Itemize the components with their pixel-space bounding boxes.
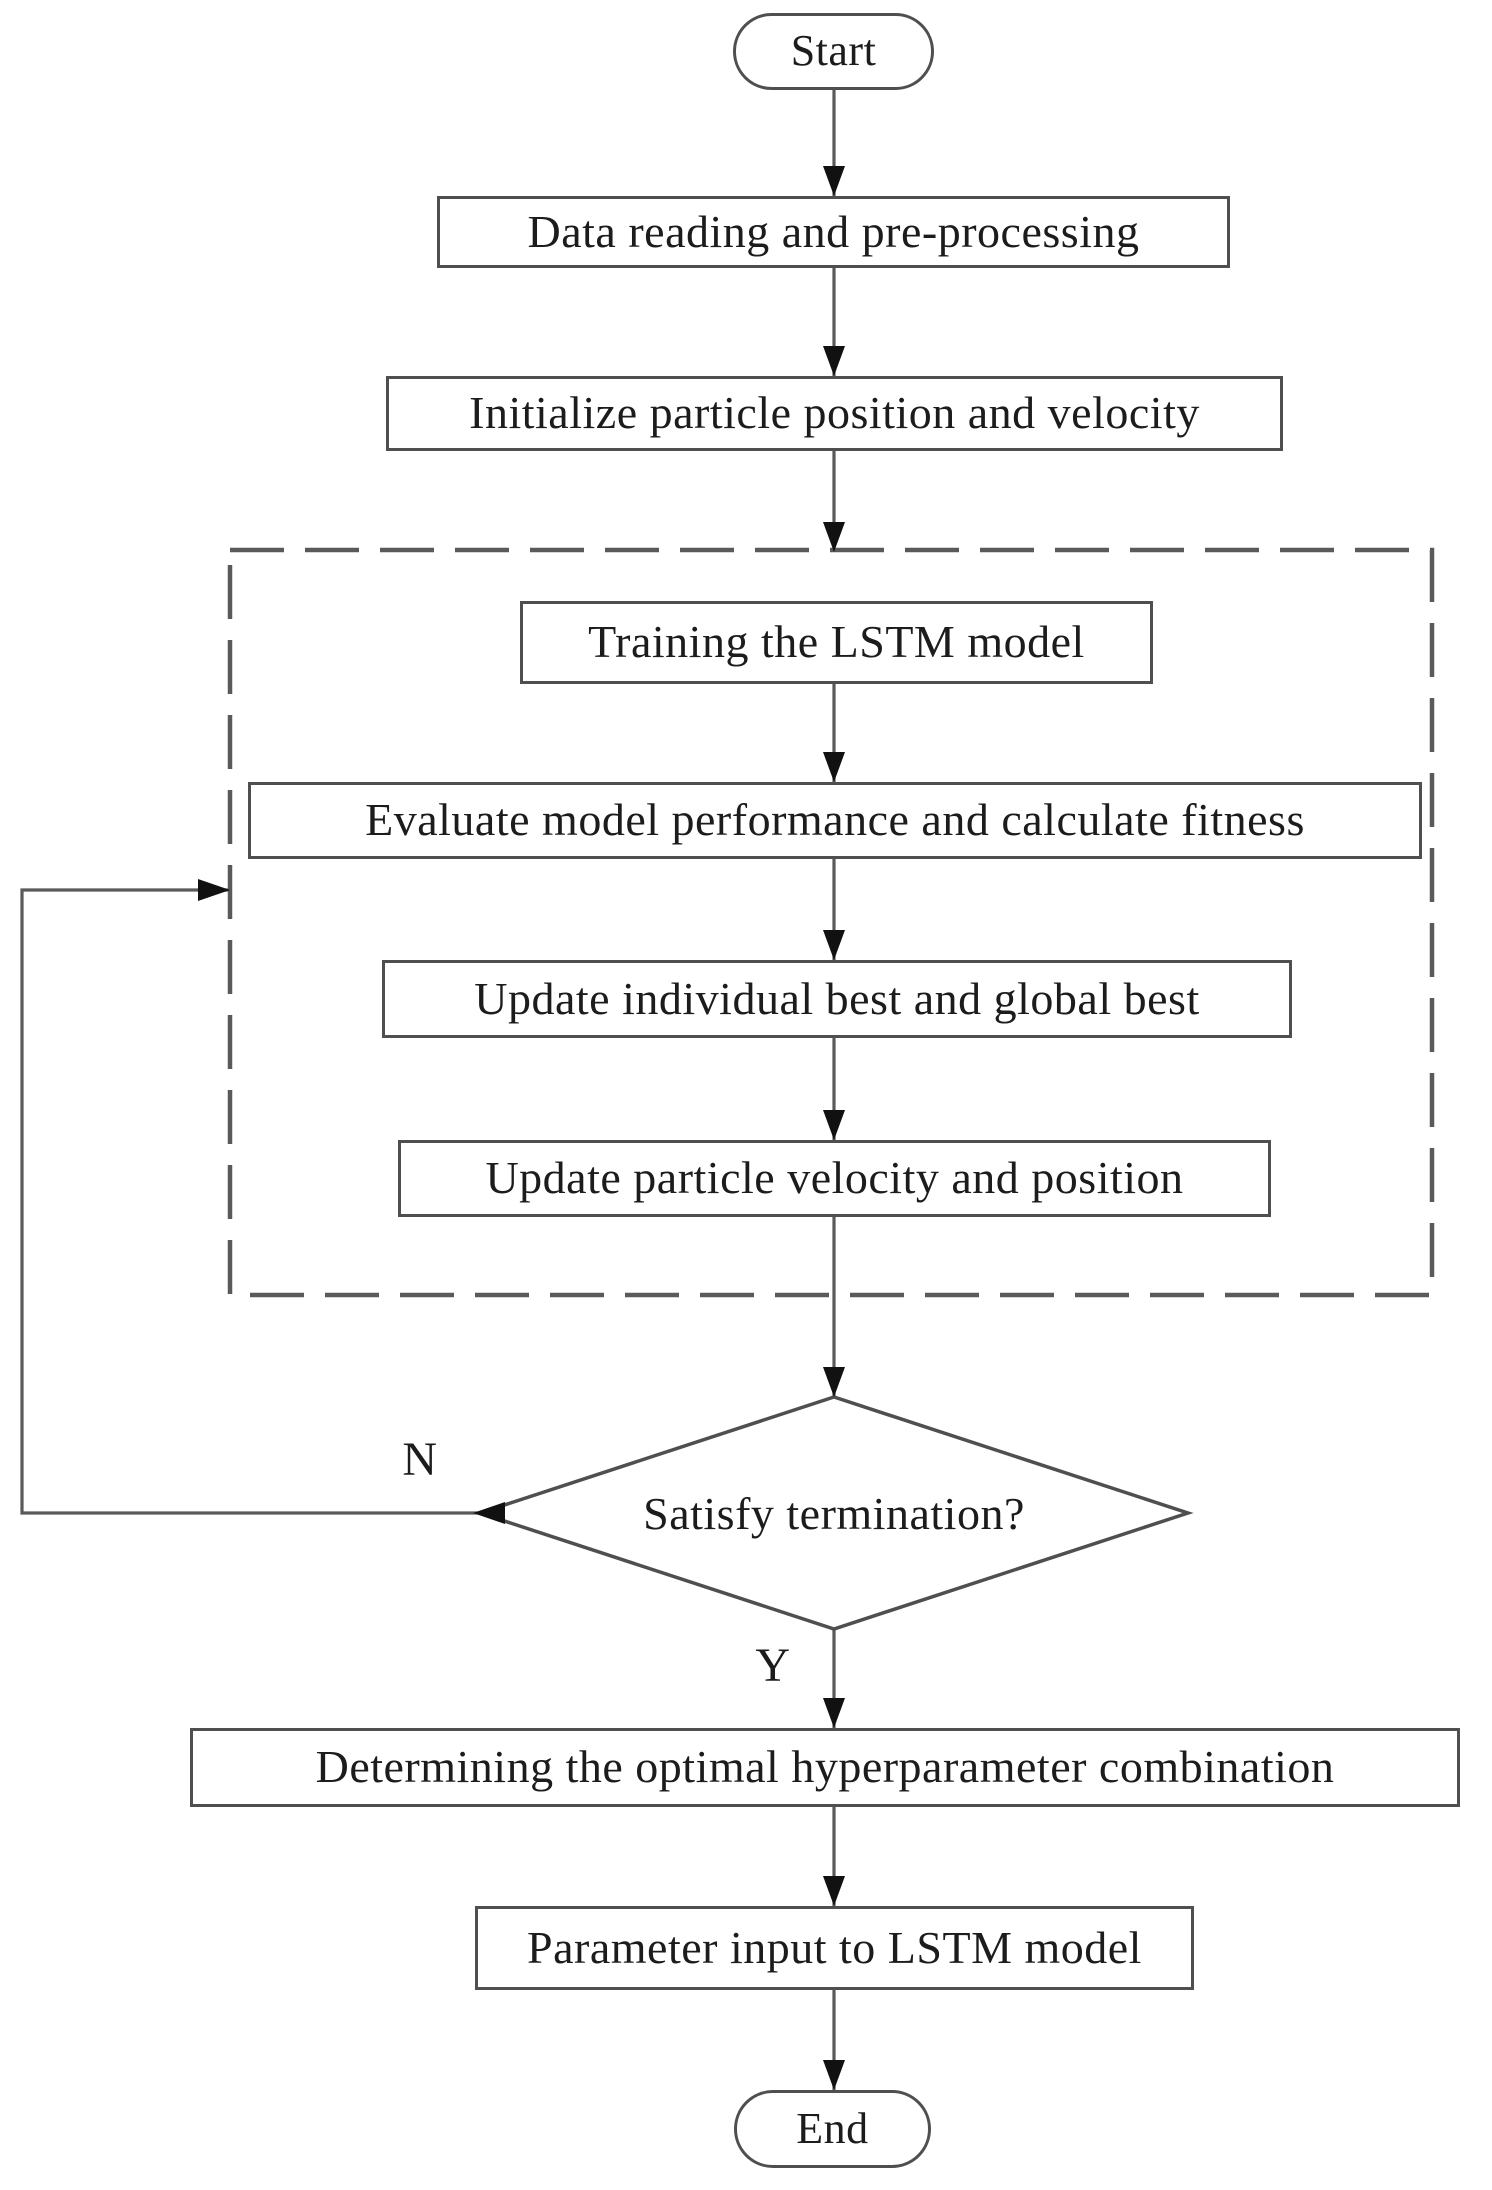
end-node-label: End	[796, 2103, 869, 2153]
process-update-best: Update individual best and global best	[382, 960, 1292, 1038]
process-determine-optimal: Determining the optimal hyperparameter c…	[190, 1728, 1460, 1807]
branch-label-no-text: N	[402, 1432, 438, 1486]
process-evaluate-fitness: Evaluate model performance and calculate…	[248, 782, 1422, 859]
process-determine-optimal-label: Determining the optimal hyperparameter c…	[315, 1741, 1335, 1793]
decision-label: Satisfy termination?	[534, 1460, 1134, 1566]
arrowhead-decision-no-start	[473, 1502, 505, 1524]
start-node-label: Start	[790, 26, 877, 76]
arrowhead-into-data-reading	[823, 166, 845, 196]
arrowhead-into-end	[823, 2060, 845, 2090]
arrowhead-into-update-best	[823, 930, 845, 960]
process-initialize-particles: Initialize particle position and velocit…	[386, 376, 1283, 451]
process-update-velocity: Update particle velocity and position	[398, 1140, 1271, 1217]
branch-label-no: N	[385, 1428, 455, 1490]
process-data-reading: Data reading and pre-processing	[437, 196, 1230, 268]
process-update-velocity-label: Update particle velocity and position	[485, 1152, 1184, 1204]
process-parameter-input-label: Parameter input to LSTM model	[527, 1921, 1142, 1973]
process-update-best-label: Update individual best and global best	[474, 972, 1200, 1024]
pso-iteration-dashed-container	[227, 547, 1435, 1298]
process-training-lstm: Training the LSTM model	[520, 601, 1153, 684]
arrowhead-into-parameter-input	[823, 1876, 845, 1906]
start-node: Start	[733, 13, 934, 90]
connector-decision-no-feedback-loop	[20, 888, 480, 1515]
arrowhead-feedback-into-container	[198, 879, 230, 901]
branch-label-yes: Y	[742, 1633, 804, 1697]
decision-label-text: Satisfy termination?	[643, 1487, 1025, 1539]
arrowhead-into-decision	[823, 1367, 845, 1397]
process-data-reading-label: Data reading and pre-processing	[527, 205, 1140, 257]
arrowhead-into-evaluate	[823, 752, 845, 782]
decision-diamond	[474, 1395, 1194, 1631]
process-initialize-particles-label: Initialize particle position and velocit…	[469, 387, 1200, 439]
arrowhead-into-initialize	[823, 346, 845, 376]
process-evaluate-fitness-label: Evaluate model performance and calculate…	[365, 794, 1305, 846]
end-node: End	[734, 2090, 931, 2168]
arrowhead-into-update-velocity	[823, 1110, 845, 1140]
process-parameter-input: Parameter input to LSTM model	[475, 1906, 1194, 1990]
process-training-lstm-label: Training the LSTM model	[588, 616, 1085, 668]
branch-label-yes-text: Y	[755, 1638, 791, 1692]
arrowhead-into-loop-container	[823, 522, 845, 552]
arrowhead-into-determine	[823, 1698, 845, 1728]
